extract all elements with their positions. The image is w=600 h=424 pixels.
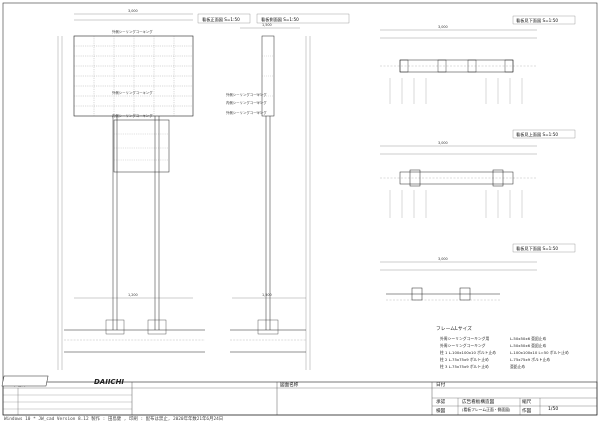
tb-check-label: 検図 bbox=[436, 407, 446, 414]
front-base-width: 1,200 bbox=[128, 293, 138, 297]
tb-title-2: (看板フレーム正面・側面図) bbox=[462, 407, 511, 412]
tb-drawing-label: 図面名称 bbox=[280, 381, 299, 388]
front-view: 看板正面図 S=1:50 3,000 外側 bbox=[57, 9, 251, 370]
plan3-width: 3,000 bbox=[438, 257, 448, 261]
front-view-title: 看板正面図 S=1:50 bbox=[202, 16, 240, 23]
plan1-width: 3,000 bbox=[438, 25, 448, 29]
legend-row-2-spec: L-50x50x6 亜鉛止め bbox=[510, 343, 547, 348]
plan2-title: 看板見上面図 S=1:50 bbox=[516, 131, 558, 138]
title-block: 工事名称 図面名称 日付 承認 検図 広告看板構造図 (看板フレーム正面・側面図… bbox=[2, 381, 598, 416]
side-view: 看板側面図 S=1:50 1,500 外側シーリングコーキング 内側シーリングコ… bbox=[226, 13, 350, 370]
legend-row-3-spec: L-100x100x10 L=50 ボルト止め bbox=[510, 350, 569, 355]
legend-row-3-name: 柱 1 L-100x100x10 ボルト止め bbox=[440, 350, 496, 355]
tb-approval-label: 承認 bbox=[436, 398, 446, 405]
front-total-width: 3,000 bbox=[128, 9, 138, 13]
front-label-2: 外側シーリングコーキング bbox=[112, 90, 153, 95]
tb-draft-label: 作図 bbox=[522, 407, 532, 414]
legend-row-5-name: 柱 3 L-75x75x9 ボルト止め bbox=[440, 364, 489, 369]
side-label-3: 外側シーリングコーキング bbox=[226, 110, 267, 115]
front-label-1: 外側シーリングコーキング bbox=[112, 29, 153, 34]
company-logo: DAIICHI bbox=[1, 375, 124, 387]
tb-title-1: 広告看板構造図 bbox=[462, 398, 495, 405]
legend-row-1-spec: L-50x50x6 亜鉛止め bbox=[510, 336, 547, 341]
tb-scale-label: 縮尺 bbox=[522, 398, 532, 405]
plan-view-3: 看板見下面図 S=1:50 3,000 bbox=[380, 243, 576, 301]
legend-row-2-name: 外周シーリングコーキング bbox=[440, 343, 486, 348]
side-label-1: 外側シーリングコーキング bbox=[226, 92, 267, 97]
frame-size-legend: フレームLサイズ 外周シーリングコーキング用 L-50x50x6 亜鉛止め 外周… bbox=[436, 325, 569, 369]
side-total-width: 1,500 bbox=[262, 23, 272, 27]
side-label-2: 内側シーリングコーキング bbox=[226, 100, 267, 105]
footer-status-text: Windows 10 * JW_cad Version 8.12 製作 : 田島… bbox=[4, 417, 224, 422]
legend-row-4-name: 柱 2 L-75x75x9 ボルト止め bbox=[440, 357, 489, 362]
tb-scale-value: 1/50 bbox=[548, 406, 558, 412]
logo-text: DAIICHI bbox=[94, 378, 124, 386]
side-view-title: 看板側面図 S=1:50 bbox=[261, 16, 299, 23]
plan1-title: 看板見下面図 S=1:50 bbox=[516, 17, 558, 24]
plan-view-2: 看板見上面図 S=1:50 3,000 bbox=[380, 129, 576, 218]
tb-date-label: 日付 bbox=[436, 381, 446, 388]
front-label-3: 内側シーリングコーキング bbox=[112, 113, 153, 118]
sheet-border bbox=[2, 2, 598, 416]
plan3-title: 看板見下面図 S=1:50 bbox=[516, 245, 558, 252]
legend-row-4-spec: L-75x75x9 ボルト止め bbox=[510, 357, 550, 362]
side-base-width: 1,500 bbox=[262, 293, 272, 297]
plan2-width: 3,000 bbox=[438, 141, 448, 145]
legend-title: フレームLサイズ bbox=[436, 325, 472, 332]
plan-view-1: 看板見下面図 S=1:50 3,000 bbox=[380, 15, 576, 104]
legend-row-1-name: 外周シーリングコーキング用 bbox=[440, 336, 489, 341]
legend-row-5-spec: 亜鉛止め bbox=[510, 364, 525, 369]
